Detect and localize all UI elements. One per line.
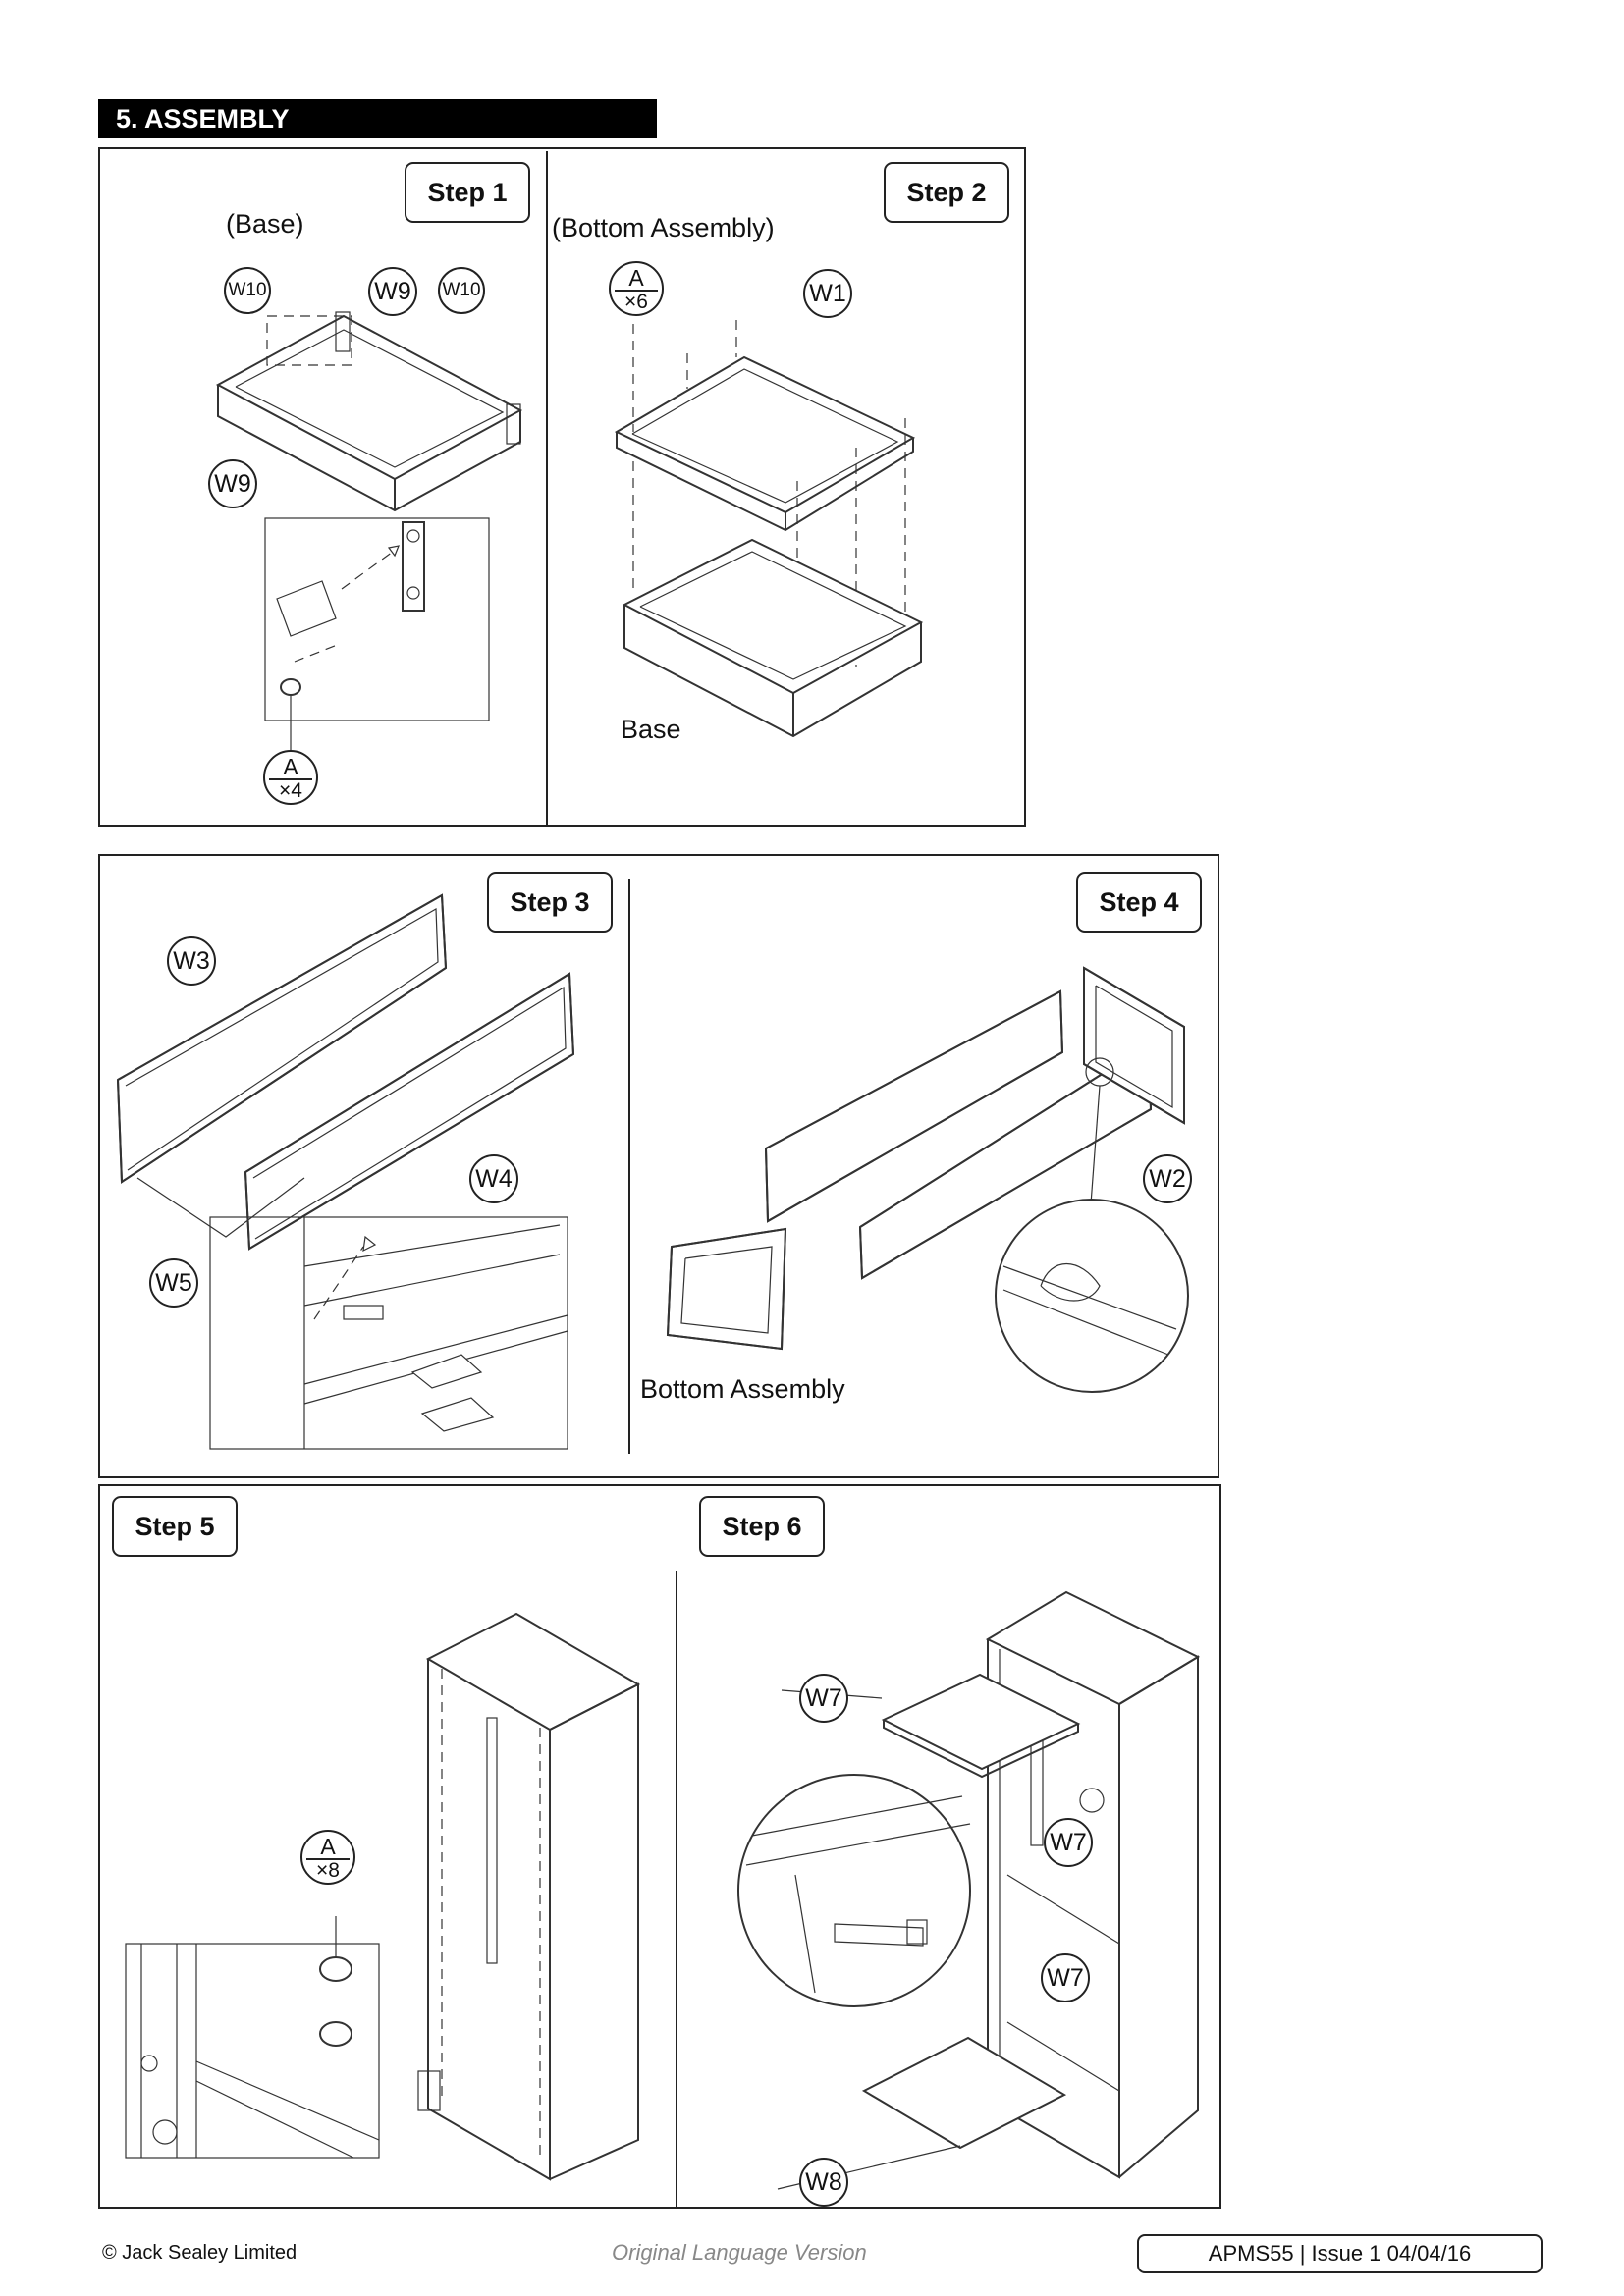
fastener-qty: ×6 [624,291,648,313]
fastener-id: A [320,1834,336,1859]
fastener-id: A [283,754,298,779]
callout-w8: W8 [799,2158,848,2207]
callout-w4: W4 [469,1154,518,1203]
footer-version: Original Language Version [612,2240,867,2265]
callout-w3: W3 [167,936,216,986]
bottom-assembly-drawing [614,320,924,738]
callout-w9-left: W9 [208,459,257,508]
cabinet-shelves-drawing [737,1590,1201,2190]
panel-steps-5-6 [98,1484,1221,2209]
fastener-a-x4: A ×4 [263,750,318,805]
fastener-divider [615,290,658,292]
fastener-divider [306,1858,350,1860]
base-caption: (Base) [226,209,304,239]
panel-steps-3-4 [98,854,1219,1478]
base-label: Base [621,715,681,744]
fastener-qty: ×8 [316,1859,340,1882]
divider [676,1571,677,2209]
bottom-assembly-label: Bottom Assembly [640,1374,845,1404]
footer-doc-ref: APMS55 | Issue 1 04/04/16 [1137,2234,1543,2273]
step-1-badge: Step 1 [405,162,530,223]
divider [628,879,630,1454]
step-3-badge: Step 3 [487,872,613,933]
step-2-badge: Step 2 [884,162,1009,223]
frames-drawing [666,966,1189,1393]
divider [546,151,548,825]
callout-w7-lower: W7 [1041,1953,1090,2002]
panel-steps-1-2 [98,147,1026,827]
fastener-qty: ×4 [279,779,302,802]
step-4-badge: Step 4 [1076,872,1202,933]
callout-w10-left: W10 [224,267,271,314]
bottom-assembly-caption: (Bottom Assembly) [552,213,775,242]
fastener-divider [269,778,312,780]
callout-w7-middle: W7 [1044,1818,1093,1867]
fastener-a-x8: A ×8 [300,1830,355,1885]
base-frame-drawing [215,311,523,764]
callout-w5: W5 [149,1258,198,1308]
callout-w1: W1 [803,269,852,318]
callout-w9-top: W9 [368,267,417,316]
step-5-badge: Step 5 [112,1496,238,1557]
cabinet-bolt-drawing [125,1612,641,2181]
section-title: 5. ASSEMBLY [98,99,657,138]
fastener-id: A [628,265,644,291]
step-6-badge: Step 6 [699,1496,825,1557]
fastener-a-x6: A ×6 [609,261,664,316]
callout-w2: W2 [1143,1154,1192,1203]
footer-copyright: © Jack Sealey Limited [102,2242,298,2264]
callout-w7-top: W7 [799,1674,848,1723]
callout-w10-right: W10 [438,267,485,314]
side-panels-drawing [116,893,575,1450]
